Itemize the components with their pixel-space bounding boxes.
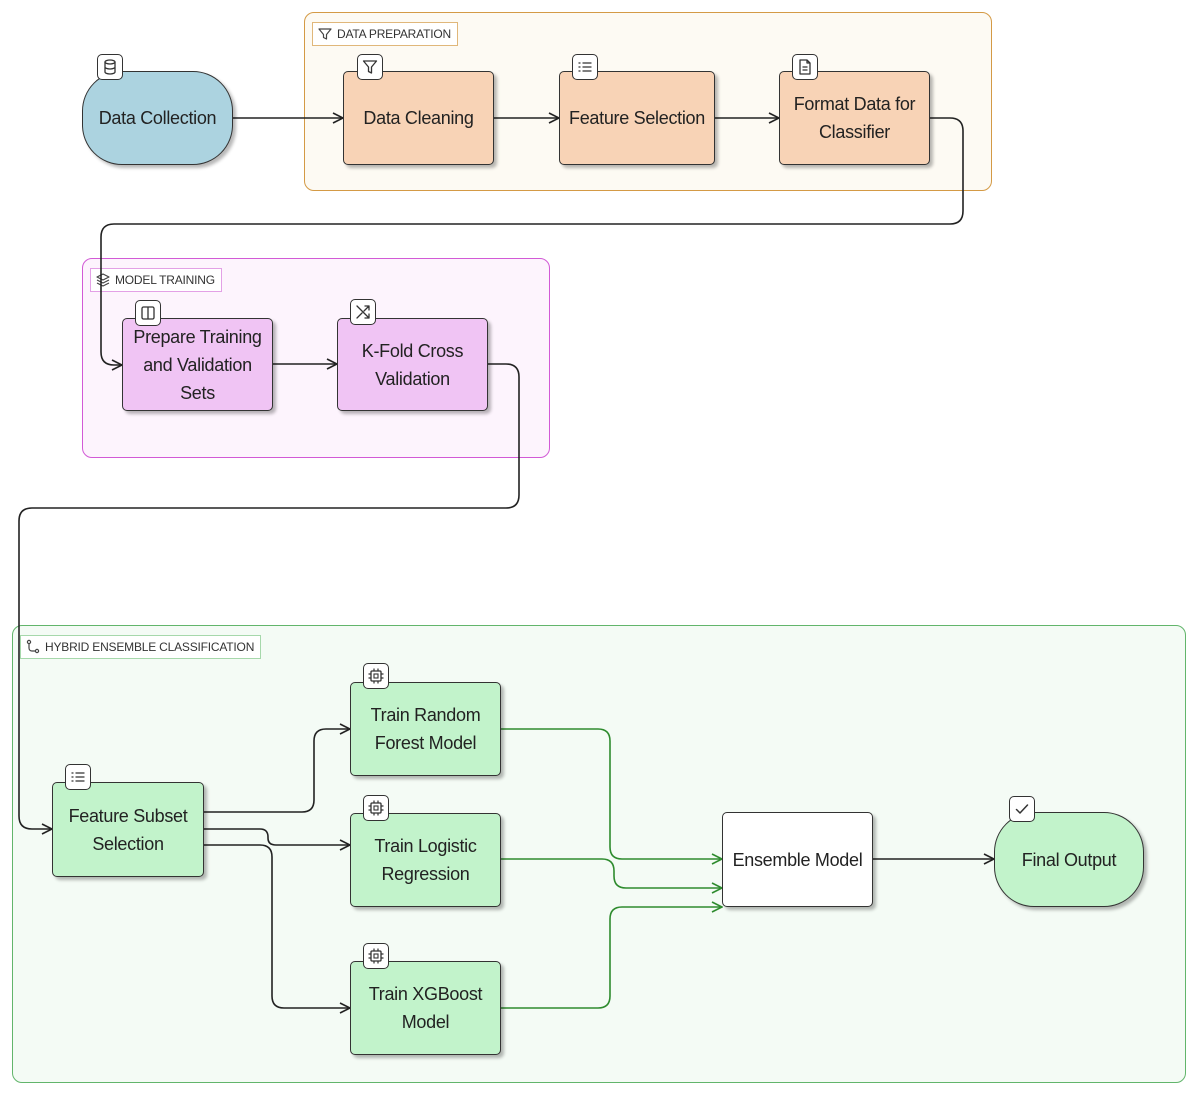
check-icon	[1015, 804, 1029, 814]
shuffle-icon	[356, 305, 370, 319]
cpu-icon	[368, 800, 384, 816]
list-icon	[71, 772, 85, 782]
model-training-label: MODEL TRAINING	[90, 268, 222, 292]
train-random-forest-badge	[363, 663, 389, 689]
list-icon	[578, 62, 592, 72]
prepare-sets-node[interactable]: Prepare Training and Validation Sets	[122, 318, 273, 411]
data-collection-node[interactable]: Data Collection	[82, 71, 233, 165]
feature-subset-badge	[65, 764, 91, 790]
train-xgboost-badge	[363, 943, 389, 969]
data-preparation-label-text: DATA PREPARATION	[337, 27, 451, 41]
feature-selection-node[interactable]: Feature Selection	[559, 71, 715, 165]
feature-subset-node[interactable]: Feature Subset Selection	[52, 782, 204, 877]
filter-icon	[362, 60, 378, 74]
hybrid-ensemble-label-text: HYBRID ENSEMBLE CLASSIFICATION	[45, 640, 255, 654]
filter-icon	[318, 28, 332, 40]
data-collection-badge	[97, 54, 123, 80]
kfold-node[interactable]: K-Fold Cross Validation	[337, 318, 488, 411]
train-logistic-regression-badge	[363, 795, 389, 821]
prepare-sets-badge	[135, 300, 161, 326]
train-random-forest-node[interactable]: Train Random Forest Model	[350, 682, 501, 776]
data-preparation-label: DATA PREPARATION	[312, 22, 458, 46]
hybrid-ensemble-label: HYBRID ENSEMBLE CLASSIFICATION	[20, 635, 262, 659]
cpu-icon	[368, 668, 384, 684]
format-data-node[interactable]: Format Data for Classifier	[779, 71, 930, 165]
model-training-label-text: MODEL TRAINING	[115, 273, 215, 287]
ensemble-model-node[interactable]: Ensemble Model	[722, 812, 873, 907]
data-cleaning-badge	[357, 54, 383, 80]
document-icon	[799, 59, 811, 75]
final-output-node[interactable]: Final Output	[994, 812, 1144, 907]
format-data-badge	[792, 54, 818, 80]
branch-icon	[26, 639, 40, 654]
layers-icon	[96, 273, 110, 287]
kfold-badge	[350, 299, 376, 325]
database-icon	[104, 59, 116, 75]
train-logistic-regression-node[interactable]: Train Logistic Regression	[350, 813, 501, 907]
train-xgboost-node[interactable]: Train XGBoost Model	[350, 961, 501, 1055]
final-output-badge	[1009, 796, 1035, 822]
cpu-icon	[368, 948, 384, 964]
data-cleaning-node[interactable]: Data Cleaning	[343, 71, 494, 165]
feature-selection-badge	[572, 54, 598, 80]
columns-icon	[141, 306, 155, 320]
